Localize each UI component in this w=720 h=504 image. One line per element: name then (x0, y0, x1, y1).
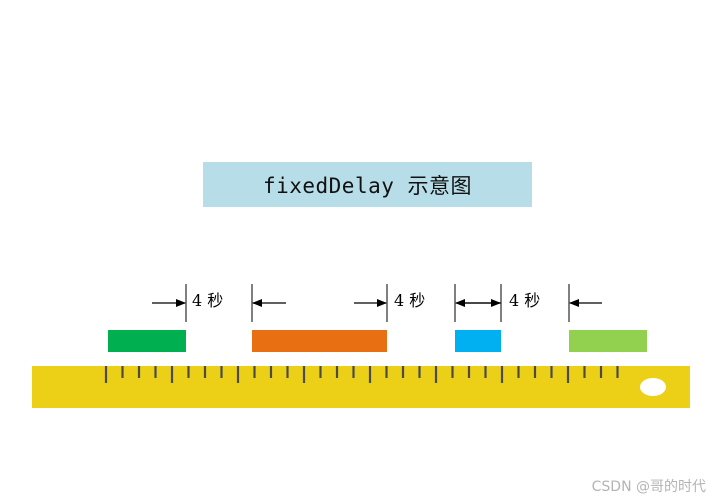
delay-gap-1: 4 秒 (152, 284, 286, 322)
ruler-ticks (104, 366, 619, 383)
task-bar-2 (252, 330, 387, 352)
delay-gap-3: 4 秒 (458, 284, 602, 322)
watermark: CSDN @哥的时代 (591, 479, 706, 495)
delay-label-2: 4 秒 (394, 291, 425, 310)
delay-label-3: 4 秒 (509, 291, 540, 310)
ruler-hole (640, 378, 666, 396)
task-bar-4 (569, 330, 647, 352)
title-box: fixedDelay 示意图 (203, 162, 532, 207)
diagram-title: fixedDelay 示意图 (262, 173, 473, 198)
delay-label-1: 4 秒 (192, 291, 223, 310)
task-bar-1 (108, 330, 186, 352)
task-bar-3 (455, 330, 501, 352)
ruler (32, 366, 690, 408)
